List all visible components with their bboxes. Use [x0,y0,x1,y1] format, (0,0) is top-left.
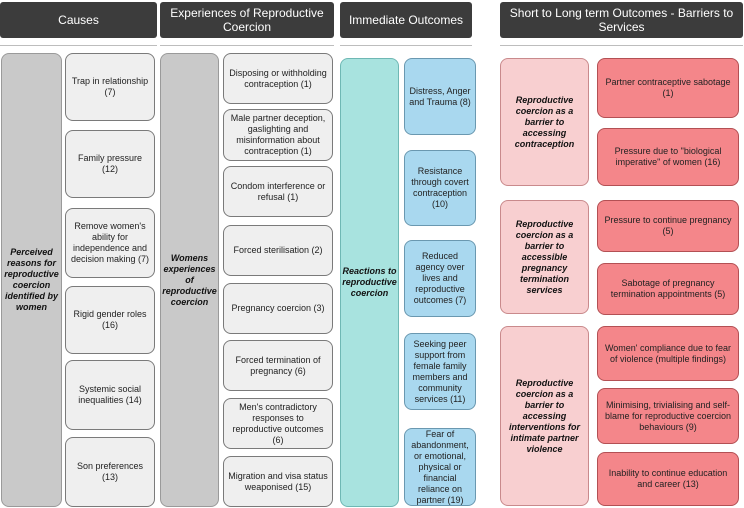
immediate-item: Seeking peer support from female family … [404,333,476,410]
header-causes: Causes [0,2,157,38]
immediate-item: Reduced agency over lives and reproducti… [404,240,476,317]
long-term-category-ipv: Reproductive coercion as a barrier to ac… [500,326,589,506]
immediate-category: Reactions to reproductive coercion [340,58,399,507]
divider-long-term [500,45,743,46]
immediate-item: Fear of abandonment, or emotional, physi… [404,428,476,506]
long-term-item: Inability to continue education and care… [597,452,739,506]
experiences-item: Disposing or withholding contraception (… [223,53,333,104]
divider-causes [0,45,157,46]
long-term-category-termination: Reproductive coercion as a barrier to ac… [500,200,589,314]
long-term-item: Minimising, trivialising and self-blame … [597,388,739,444]
long-term-item: Sabotage of pregnancy termination appoin… [597,263,739,315]
causes-item: Trap in relationship (7) [65,53,155,121]
long-term-item: Pressure to continue pregnancy (5) [597,200,739,252]
long-term-item: Women' compliance due to fear of violenc… [597,326,739,381]
long-term-item: Partner contraceptive sabotage (1) [597,58,739,118]
causes-category: Perceived reasons for reproductive coerc… [1,53,62,507]
header-experiences: Experiences of Reproductive Coercion [160,2,334,38]
long-term-category-contraception: Reproductive coercion as a barrier to ac… [500,58,589,186]
experiences-item: Men's contradictory responses to reprodu… [223,398,333,449]
experiences-category: Womens experiences of reproductive coerc… [160,53,219,507]
header-immediate-outcomes: Immediate Outcomes [340,2,472,38]
causes-item: Rigid gender roles (16) [65,286,155,354]
causes-item: Remove women's ability for independence … [65,208,155,278]
experiences-item: Male partner deception, gaslighting and … [223,109,333,161]
experiences-item: Pregnancy coercion (3) [223,283,333,334]
experiences-item: Migration and visa status weaponised (15… [223,456,333,507]
divider-experiences [160,45,334,46]
causes-item: Family pressure (12) [65,130,155,198]
long-term-item: Pressure due to "biological imperative" … [597,128,739,186]
experiences-item: Condom interference or refusal (1) [223,166,333,217]
experiences-item: Forced sterilisation (2) [223,225,333,276]
experiences-item: Forced termination of pregnancy (6) [223,340,333,391]
causes-item: Systemic social inequalities (14) [65,360,155,430]
header-long-term-outcomes: Short to Long term Outcomes - Barriers t… [500,2,743,38]
immediate-item: Distress, Anger and Trauma (8) [404,58,476,135]
immediate-item: Resistance through covert contraception … [404,150,476,226]
divider-immediate [340,45,472,46]
causes-item: Son preferences (13) [65,437,155,507]
